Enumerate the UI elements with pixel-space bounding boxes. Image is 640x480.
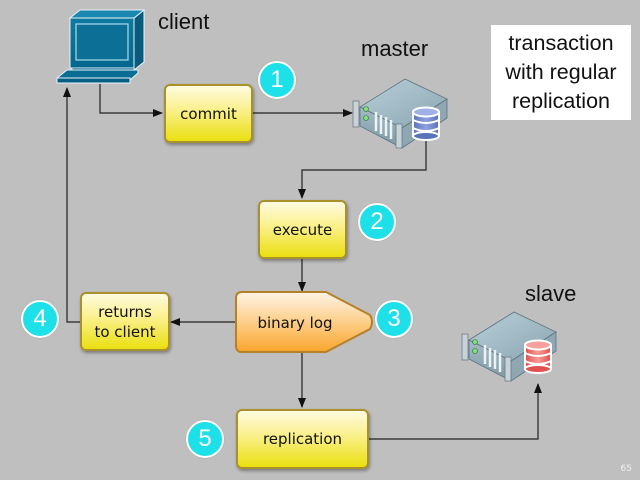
- step-returns-label-line-2: to client: [94, 322, 156, 341]
- slave-server-icon: [461, 311, 557, 382]
- step-replication-label: replication: [262, 430, 343, 448]
- arrow-master-to-execute: [298, 138, 427, 199]
- step-binary-log-label: binary log: [257, 314, 333, 332]
- arrow-replication-to-slave: [369, 383, 542, 440]
- step-returns-label-line-1: returns: [98, 302, 152, 321]
- title-line-3: replication: [512, 89, 610, 113]
- slave-database-icon: [524, 339, 552, 374]
- step-execute-label: execute: [272, 220, 333, 239]
- client-label: client: [158, 9, 210, 34]
- step-badge-3: 3: [375, 300, 413, 338]
- step-execute-box[interactable]: execute: [258, 200, 347, 259]
- arrow-client-to-commit: [99, 84, 163, 117]
- step-commit-label: commit: [180, 104, 237, 123]
- slave-label: slave: [525, 281, 577, 306]
- step-commit-box[interactable]: commit: [164, 84, 253, 143]
- step-badge-4: 4: [21, 300, 59, 338]
- master-database-icon: [412, 106, 440, 141]
- arrow-returns-to-client: [63, 87, 80, 323]
- step-badge-1: 1: [258, 61, 296, 99]
- step-replication-box[interactable]: replication: [236, 409, 369, 469]
- title-line-1: transaction: [508, 31, 614, 55]
- page-number: 65: [620, 464, 632, 474]
- master-label: master: [361, 36, 429, 61]
- title-line-2: with regular: [505, 60, 617, 84]
- step-badge-2: 2: [358, 203, 396, 241]
- master-server-icon: [352, 78, 448, 149]
- step-returns-box[interactable]: returns to client: [80, 292, 170, 351]
- binary-log-shape[interactable]: [235, 291, 373, 353]
- step-badge-5: 5: [186, 420, 224, 458]
- slide-title-box: transaction with regular replication: [491, 25, 631, 120]
- computer-icon: [56, 8, 146, 84]
